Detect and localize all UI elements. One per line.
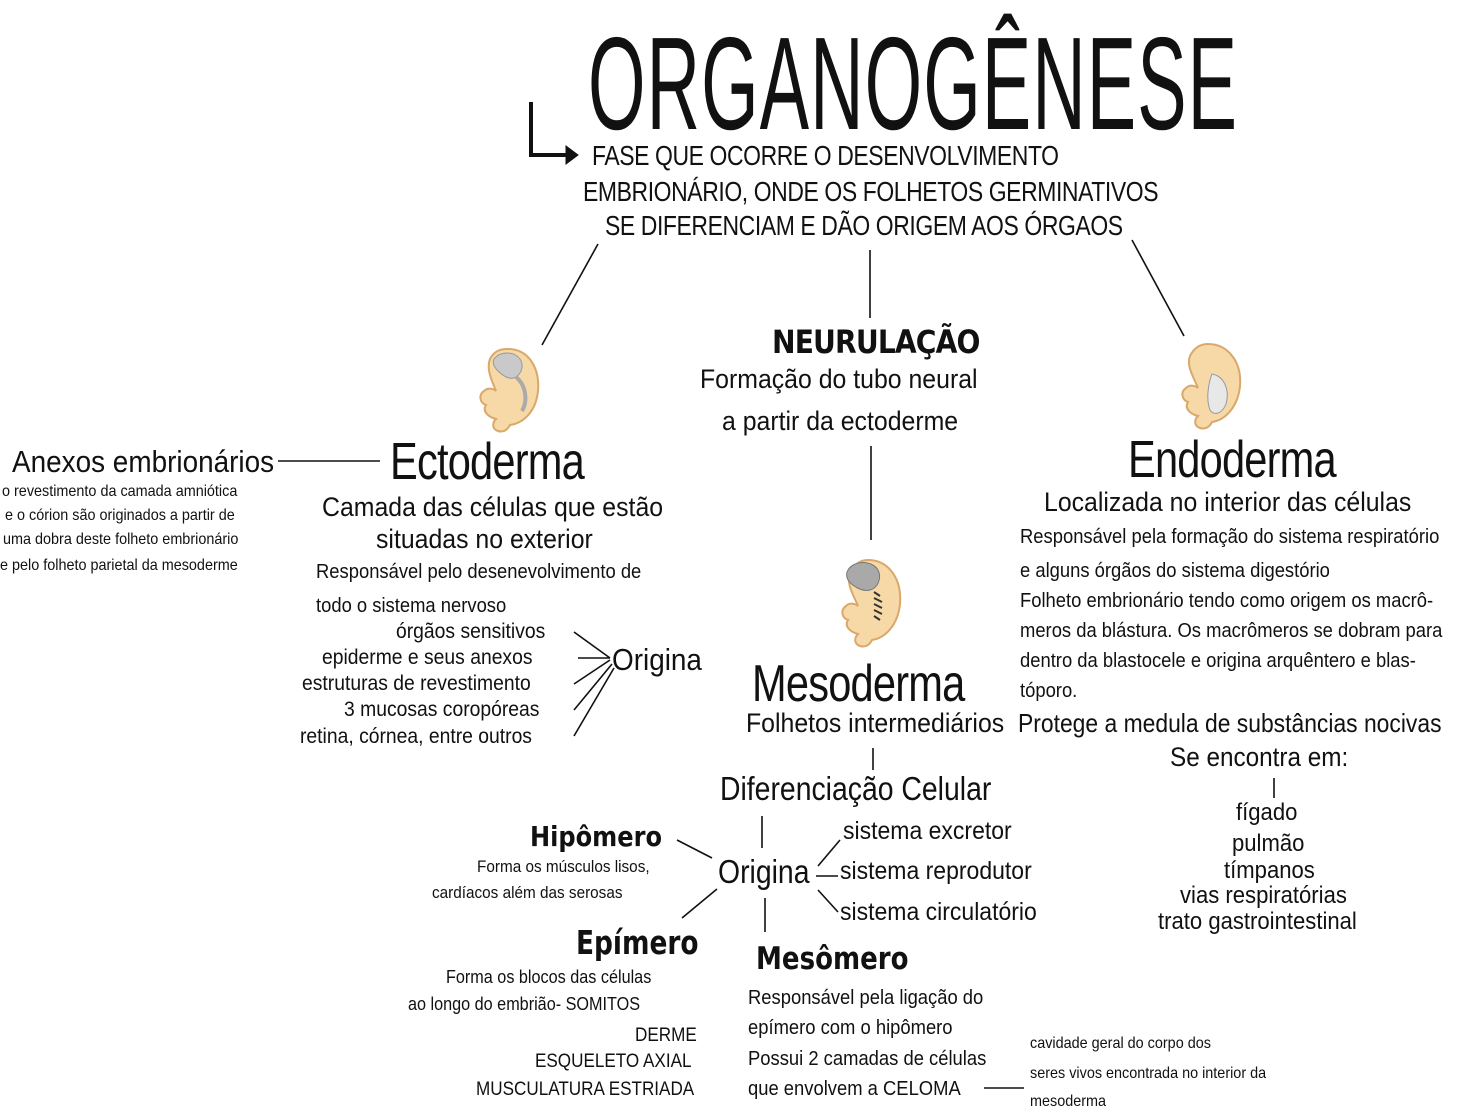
ectoderma-resp-1: Responsável pelo desenevolvimento de <box>316 561 642 583</box>
ectoderma-embryo-illustration <box>479 347 540 433</box>
mesomero-line-3: Possui 2 camadas de células <box>748 1048 987 1070</box>
anexos-title: Anexos embrionários <box>12 444 275 479</box>
endoderma-encontra: Se encontra em: <box>1170 742 1349 772</box>
ectoderma-origina-item-4: 3 mucosas coropóreas <box>344 698 540 721</box>
branch-to-ectoderma <box>541 243 599 346</box>
page-title: ORGANOGÊNESE <box>588 10 1239 157</box>
ectoderma-origina-item-1: órgãos sensitivos <box>396 620 546 643</box>
mesoderma-sistema-1: sistema excretor <box>843 817 1012 845</box>
mesomero-line-4: que envolvem a CELOMA <box>748 1078 961 1100</box>
ectoderma-origina-item-2: epiderme e seus anexos <box>322 646 533 669</box>
hipomero-line-1: Forma os músculos lisos, <box>477 857 650 876</box>
neurulacao-line-1: Formação do tubo neural <box>700 364 978 394</box>
ectoderma-subtitle-1: Camada das células que estão <box>322 492 664 522</box>
origina-to-hipomero <box>676 839 713 859</box>
definition-line-2: EMBRIONÁRIO, ONDE OS FOLHETOS GERMINATIV… <box>583 176 1159 207</box>
epimero-line-1: Forma os blocos das células <box>446 967 652 987</box>
celoma-note-line-2: seres vivos encontrada no interior da <box>1030 1065 1267 1082</box>
mesomero-line-1: Responsável pela ligação do <box>748 987 984 1009</box>
title-arrowhead <box>565 145 579 165</box>
ectoderma-resp-2: todo o sistema nervoso <box>316 595 507 617</box>
endoderma-line-4: meros da blástura. Os macrômeros se dobr… <box>1020 620 1443 642</box>
epimero-item-1: DERME <box>635 1025 697 1046</box>
epimero-title: Epímero <box>576 923 699 962</box>
definition-line-1: FASE QUE OCORRE O DESENVOLVIMENTO <box>592 140 1059 171</box>
endoderma-local-2: pulmão <box>1232 830 1305 857</box>
ectoderma-origina-item-5: retina, córnea, entre outros <box>300 725 532 748</box>
neurulacao-line-2: a partir da ectoderme <box>722 406 959 436</box>
endoderma-title: Endoderma <box>1128 431 1337 489</box>
anexos-line-4: e pelo folheto parietal da mesoderme <box>0 557 238 574</box>
mesoderma-sistema-3: sistema circulatório <box>840 898 1037 926</box>
endoderma-local-1: fígado <box>1236 799 1298 826</box>
branch-to-endoderma <box>1131 239 1185 337</box>
epimero-item-2: ESQUELETO AXIAL <box>535 1051 692 1072</box>
ectoderma-origina-fan <box>573 631 615 737</box>
endoderma-local-5: trato gastrointestinal <box>1158 908 1357 935</box>
mesoderma-embryo-illustration <box>841 558 902 648</box>
endoderma-local-4: vias respiratórias <box>1180 882 1347 909</box>
celoma-note-line-1: cavidade geral do corpo dos <box>1030 1035 1211 1052</box>
epimero-line-2: ao longo do embrião- SOMITOS <box>408 994 641 1014</box>
mesoderma-origina-label: Origina <box>718 853 810 890</box>
endoderma-local-3: tímpanos <box>1224 857 1315 884</box>
title-arrow <box>529 102 570 157</box>
endoderma-line-3: Folheto embrionário tendo como origem os… <box>1020 590 1434 612</box>
ectoderma-origina-item-3: estruturas de revestimento <box>302 672 531 695</box>
endoderma-subtitle: Localizada no interior das células <box>1044 487 1412 517</box>
endoderma-line-2: e alguns órgãos do sistema digestório <box>1020 560 1330 582</box>
anexos-line-2: e o córion são originados a partir de <box>5 507 235 524</box>
origina-to-epimero <box>681 888 718 919</box>
mesoderma-sistema-2: sistema reprodutor <box>840 857 1032 885</box>
epimero-item-3: MUSCULATURA ESTRIADA <box>476 1079 695 1100</box>
endoderma-line-6: tóporo. <box>1020 680 1078 702</box>
anexos-line-3: uma dobra deste folheto embrionário <box>3 531 239 548</box>
mesoderma-subtitle: Folhetos intermediários <box>746 708 1005 738</box>
hipomero-title: Hipômero <box>530 820 663 853</box>
ectoderma-origina-label: Origina <box>612 642 702 677</box>
hipomero-line-2: cardíacos além das serosas <box>432 883 623 902</box>
anexos-line-1: o revestimento da camada amniótica <box>2 483 238 500</box>
celoma-note-line-3: mesoderma <box>1030 1093 1107 1110</box>
endoderma-line-5: dentro da blastocele e origina arquênter… <box>1020 650 1416 672</box>
neurulacao-title: NEURULAÇÃO <box>772 323 980 361</box>
definition-line-3: SE DIFERENCIAM E DÃO ORIGEM AOS ÓRGAOS <box>605 210 1123 241</box>
endoderma-protege: Protege a medula de substâncias nocivas <box>1018 708 1442 738</box>
mesoderma-diferenciacao: Diferenciação Celular <box>720 770 992 807</box>
mesoderma-title: Mesoderma <box>752 655 965 713</box>
ectoderma-title: Ectoderma <box>390 433 585 491</box>
origina-to-sistemas <box>816 839 841 913</box>
ectoderma-subtitle-2: situadas no exterior <box>376 524 593 554</box>
mesomero-line-2: epímero com o hipômero <box>748 1017 953 1039</box>
mesomero-title: Mesômero <box>756 941 909 977</box>
endoderma-line-1: Responsável pela formação do sistema res… <box>1020 526 1440 548</box>
endoderma-embryo-illustration <box>1181 342 1242 430</box>
